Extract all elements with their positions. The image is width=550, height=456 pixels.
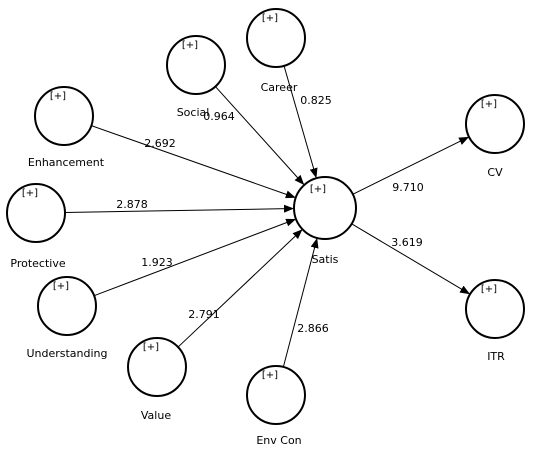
expand-marker-itr[interactable]: [+] (481, 284, 497, 295)
expand-marker-career[interactable]: [+] (262, 13, 278, 24)
expand-marker-understanding[interactable]: [+] (53, 281, 69, 292)
node-label-career: Career (261, 81, 298, 94)
node-enhancement[interactable]: [+] Enhancement (28, 86, 105, 169)
edges-layer: 0.825 0.964 2.692 2.878 1.923 2.791 2.866 9.710… (64, 65, 471, 368)
node-circle-cv[interactable] (465, 94, 525, 154)
node-circle-career[interactable] (246, 8, 306, 68)
edge-career-to-satis (283, 65, 318, 179)
node-circle-value[interactable] (127, 337, 187, 397)
node-circle-itr[interactable] (465, 279, 525, 339)
edge-weight-protective-to-satis: 2.878 (116, 198, 148, 211)
edge-weight-career-to-satis: 0.825 (300, 94, 332, 107)
node-label-understanding: Understanding (26, 347, 107, 360)
edge-weight-value-to-satis: 2.791 (188, 308, 220, 321)
node-label-itr: ITR (487, 350, 505, 363)
edge-value-to-satis (177, 229, 303, 348)
edge-weight-enhancement-to-satis: 2.692 (144, 137, 176, 150)
edge-protective-to-satis (64, 204, 295, 213)
node-protective[interactable]: [+] Protective (6, 183, 66, 270)
node-label-protective: Protective (10, 257, 65, 270)
edge-envcon-to-satis (282, 237, 319, 368)
edge-weight-understanding-to-satis: 1.923 (141, 256, 173, 269)
node-career[interactable]: [+] Career (246, 8, 306, 94)
edge-social-to-satis (215, 86, 305, 185)
edge-weight-satis-to-itr: 3.619 (391, 236, 423, 249)
node-circle-protective[interactable] (6, 183, 66, 243)
node-label-cv: CV (487, 166, 503, 179)
node-circle-social[interactable] (166, 35, 226, 95)
node-circle-understanding[interactable] (37, 276, 97, 336)
node-understanding[interactable]: [+] Understanding (26, 276, 108, 360)
node-label-social: Social (177, 106, 210, 119)
node-circle-satis[interactable] (293, 176, 357, 240)
expand-marker-envcon[interactable]: [+] (262, 370, 278, 381)
expand-marker-protective[interactable]: [+] (22, 188, 38, 199)
expand-marker-enhancement[interactable]: [+] (50, 91, 66, 102)
node-label-value: Value (141, 409, 171, 422)
node-circle-enhancement[interactable] (34, 86, 94, 146)
edge-understanding-to-satis (93, 218, 297, 297)
expand-marker-cv[interactable]: [+] (481, 99, 497, 110)
node-value[interactable]: [+] Value (127, 337, 187, 422)
edge-weight-envcon-to-satis: 2.866 (297, 322, 329, 335)
expand-marker-satis[interactable]: [+] (310, 184, 326, 195)
nodes-layer: [+] Career [+] Social [+] Enhancement [+] Prote… (6, 8, 525, 447)
edge-satis-to-cv (352, 136, 470, 195)
edge-weight-social-to-satis: 0.964 (203, 110, 235, 123)
node-label-enhancement: Enhancement (28, 156, 105, 169)
edge-satis-to-itr (351, 223, 471, 295)
node-satis[interactable]: [+] Satis (293, 176, 357, 266)
node-circle-envcon[interactable] (246, 365, 306, 425)
node-label-satis: Satis (312, 253, 339, 266)
expand-marker-social[interactable]: [+] (182, 40, 198, 51)
edge-enhancement-to-satis (91, 125, 296, 199)
node-cv[interactable]: [+] CV (465, 94, 525, 179)
node-label-envcon: Env Con (256, 434, 301, 447)
node-envcon[interactable]: [+] Env Con (246, 365, 306, 447)
node-itr[interactable]: [+] ITR (465, 279, 525, 363)
expand-marker-value[interactable]: [+] (143, 342, 159, 353)
edge-weight-satis-to-cv: 9.710 (392, 181, 424, 194)
node-social[interactable]: [+] Social (166, 35, 226, 119)
